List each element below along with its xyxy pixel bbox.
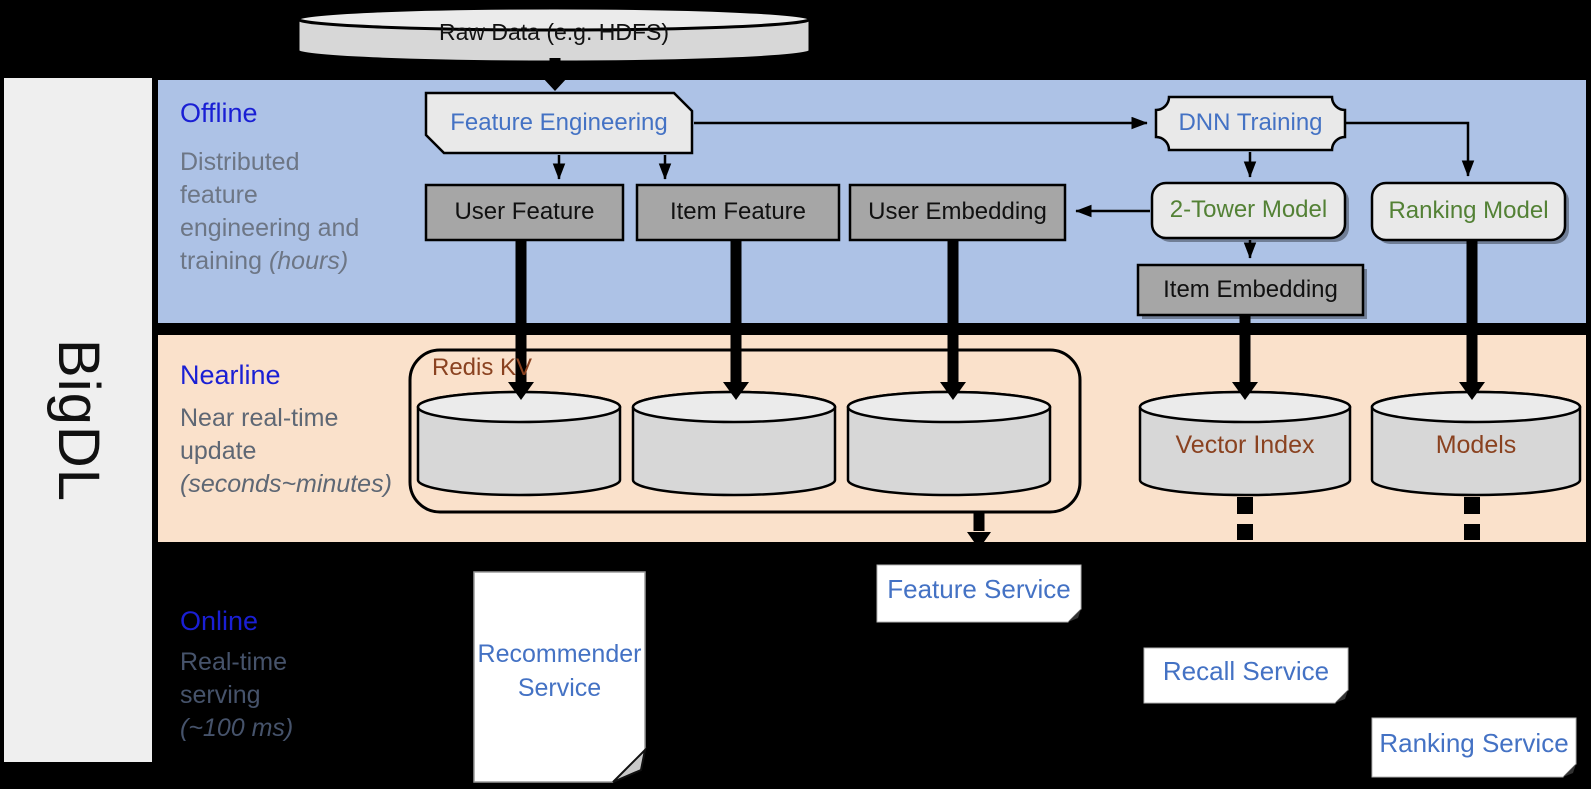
item-feature-label: Item Feature bbox=[669, 198, 807, 226]
ranking-service-label: Ranking Service bbox=[1379, 728, 1569, 759]
thick-arrows bbox=[508, 58, 1485, 549]
feature-service-card bbox=[876, 564, 1082, 623]
models-label: Models bbox=[1435, 431, 1517, 459]
offline-desc-line: feature bbox=[180, 181, 258, 209]
ranking-model-box bbox=[1370, 181, 1567, 242]
online-desc-line: serving bbox=[180, 681, 261, 709]
nearline-section-title: Nearline bbox=[180, 360, 281, 390]
bigdl-sidebar: BigDL bbox=[4, 78, 152, 762]
offline-section-title: Offline bbox=[180, 98, 258, 128]
ranking-service-card bbox=[1371, 717, 1577, 778]
item-feature-box bbox=[635, 183, 841, 242]
arrow-rawdata-to-feature-engineering bbox=[542, 58, 568, 91]
offline-desc-italic: (hours) bbox=[268, 247, 349, 275]
offline-desc-line: engineering and bbox=[180, 214, 360, 242]
offline-desc-line: training (hours) bbox=[180, 245, 359, 278]
recommender-service-document bbox=[473, 571, 647, 783]
vector-index-cylinder bbox=[1138, 390, 1352, 497]
two-tower-model-box bbox=[1150, 181, 1347, 240]
recommender-service-line2: Service bbox=[517, 674, 602, 702]
recommender-service-label: Recommender Service bbox=[474, 572, 645, 772]
online-section-title: Online bbox=[180, 606, 259, 636]
arrow-redis-to-feature-service bbox=[967, 512, 991, 549]
recall-service-label: Recall Service bbox=[1162, 656, 1330, 687]
user-feature-box bbox=[424, 183, 625, 242]
offline-desc-line: Distributed bbox=[180, 148, 300, 176]
dnn-training-shape bbox=[1154, 95, 1347, 152]
online-desc-line: Real-time bbox=[180, 648, 287, 676]
user-embedding-label: User Embedding bbox=[868, 198, 1047, 226]
redis-kv-container bbox=[408, 348, 1082, 514]
feature-engineering-label: Feature Engineering bbox=[450, 108, 668, 136]
raw-data-label: Raw Data (e.g. HDFS) bbox=[438, 19, 670, 46]
recommender-service-line1: Recommender bbox=[477, 640, 642, 669]
arrow-user-feature-to-redis bbox=[508, 240, 534, 400]
arrow-item-embedding-to-vector-index bbox=[1232, 315, 1258, 400]
ranking-model-label: Ranking Model bbox=[1388, 197, 1549, 225]
offline-section-desc: Distributed feature engineering and trai… bbox=[180, 146, 359, 278]
arrow-ranking-model-to-models bbox=[1459, 240, 1485, 400]
arrow-dnn-to-ranking-model bbox=[1345, 121, 1475, 177]
redis-kv-label: Redis KV bbox=[432, 354, 533, 381]
nearline-desc-italic: (seconds~minutes) bbox=[180, 470, 392, 498]
arrow-user-embedding-to-redis bbox=[940, 240, 966, 400]
thin-arrows bbox=[552, 116, 1475, 259]
item-embedding-box bbox=[1136, 263, 1365, 317]
nearline-section-desc: Near real-time update (seconds~minutes) bbox=[180, 402, 392, 501]
online-section-desc: Real-time serving (~100 ms) bbox=[180, 646, 293, 745]
recall-service-card bbox=[1143, 647, 1349, 704]
raw-data-cylinder bbox=[296, 6, 812, 64]
models-cylinder bbox=[1370, 390, 1582, 497]
redis-cylinder-2 bbox=[631, 390, 837, 497]
user-embedding-box bbox=[848, 183, 1067, 242]
feature-engineering-shape bbox=[424, 91, 694, 155]
arrow-item-feature-to-redis bbox=[723, 240, 749, 400]
nearline-desc-line: update bbox=[180, 437, 257, 465]
vector-index-label: Vector Index bbox=[1175, 431, 1315, 459]
item-embedding-label: Item Embedding bbox=[1163, 275, 1338, 303]
offline-desc-text: training bbox=[180, 247, 269, 275]
redis-cylinder-3 bbox=[846, 390, 1052, 497]
feature-service-label: Feature Service bbox=[887, 574, 1071, 605]
user-feature-label: User Feature bbox=[454, 198, 595, 226]
dashed-arrow-models-to-ranking-service bbox=[1464, 497, 1480, 540]
dnn-training-label: DNN Training bbox=[1178, 109, 1323, 137]
online-desc-italic: (~100 ms) bbox=[180, 714, 294, 742]
nearline-desc-line: Near real-time bbox=[180, 404, 339, 432]
redis-cylinder-1 bbox=[416, 390, 622, 497]
two-tower-model-label: 2-Tower Model bbox=[1169, 196, 1328, 224]
dashed-arrow-vector-index-to-recall-service bbox=[1237, 497, 1253, 540]
